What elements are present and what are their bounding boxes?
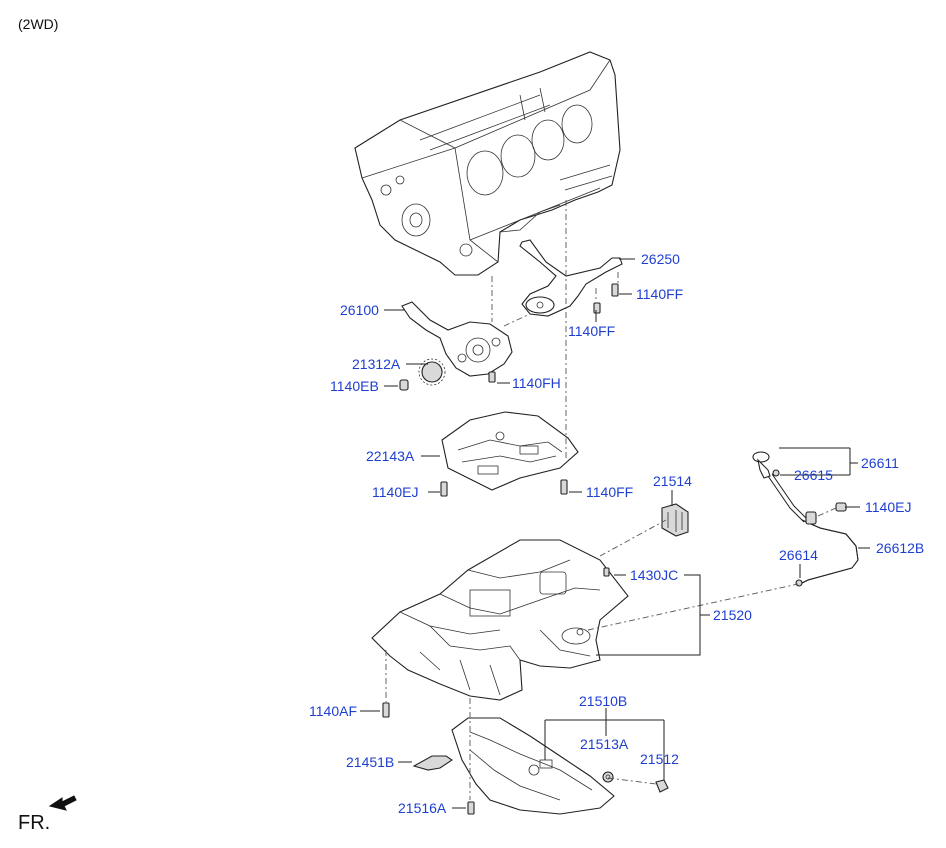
- label-22143a[interactable]: 22143A: [366, 448, 415, 464]
- label-1140ff-pump[interactable]: 1140FF: [636, 286, 683, 302]
- label-1140ej-tube[interactable]: 1140EJ: [865, 499, 911, 515]
- label-21513a[interactable]: 21513A: [580, 736, 629, 752]
- label-26250[interactable]: 26250: [641, 251, 680, 267]
- upper-oil-pan-drawing: [371, 539, 629, 718]
- label-21520[interactable]: 21520: [713, 607, 752, 623]
- label-1140af[interactable]: 1140AF: [309, 703, 357, 719]
- oil-pump-drawing: [399, 283, 619, 391]
- label-21512[interactable]: 21512: [640, 751, 679, 767]
- label-26614[interactable]: 26614: [779, 547, 818, 563]
- label-21514[interactable]: 21514: [653, 473, 692, 489]
- label-21510b[interactable]: 21510B: [579, 693, 627, 709]
- part-labels: 26250 1140FF 1140FF 26100 21312A 1140EB …: [309, 251, 924, 816]
- label-1140ff-baffle[interactable]: 1140FF: [586, 484, 633, 500]
- variant-label: (2WD): [18, 16, 59, 32]
- label-1140ej-baffle[interactable]: 1140EJ: [372, 484, 418, 500]
- label-26615[interactable]: 26615: [794, 467, 833, 483]
- label-21451b[interactable]: 21451B: [346, 754, 394, 770]
- label-21516a[interactable]: 21516A: [398, 800, 447, 816]
- label-1140ff-strainer[interactable]: 1140FF: [568, 323, 615, 339]
- baffle-plate-drawing: [440, 411, 579, 497]
- label-1430jc[interactable]: 1430JC: [630, 567, 678, 583]
- leader-lines: [360, 258, 870, 809]
- engine-block-drawing: [354, 51, 621, 276]
- front-direction-label: FR.: [18, 812, 51, 834]
- lower-oil-pan-drawing: [412, 717, 669, 815]
- label-1140eb[interactable]: 1140EB: [330, 378, 379, 394]
- label-26611[interactable]: 26611: [861, 455, 899, 471]
- front-arrow-icon: [48, 795, 77, 811]
- oil-separator-drawing: [661, 503, 689, 537]
- dipstick-drawing: [752, 451, 809, 523]
- label-26612b[interactable]: 26612B: [876, 540, 924, 556]
- label-21312a[interactable]: 21312A: [352, 356, 401, 372]
- label-1140fh[interactable]: 1140FH: [512, 375, 561, 391]
- label-26100[interactable]: 26100: [340, 302, 379, 318]
- oil-strainer-drawing: [519, 239, 623, 317]
- dipstick-tube-drawing: [795, 502, 859, 587]
- assembly-centerlines: [385, 200, 837, 800]
